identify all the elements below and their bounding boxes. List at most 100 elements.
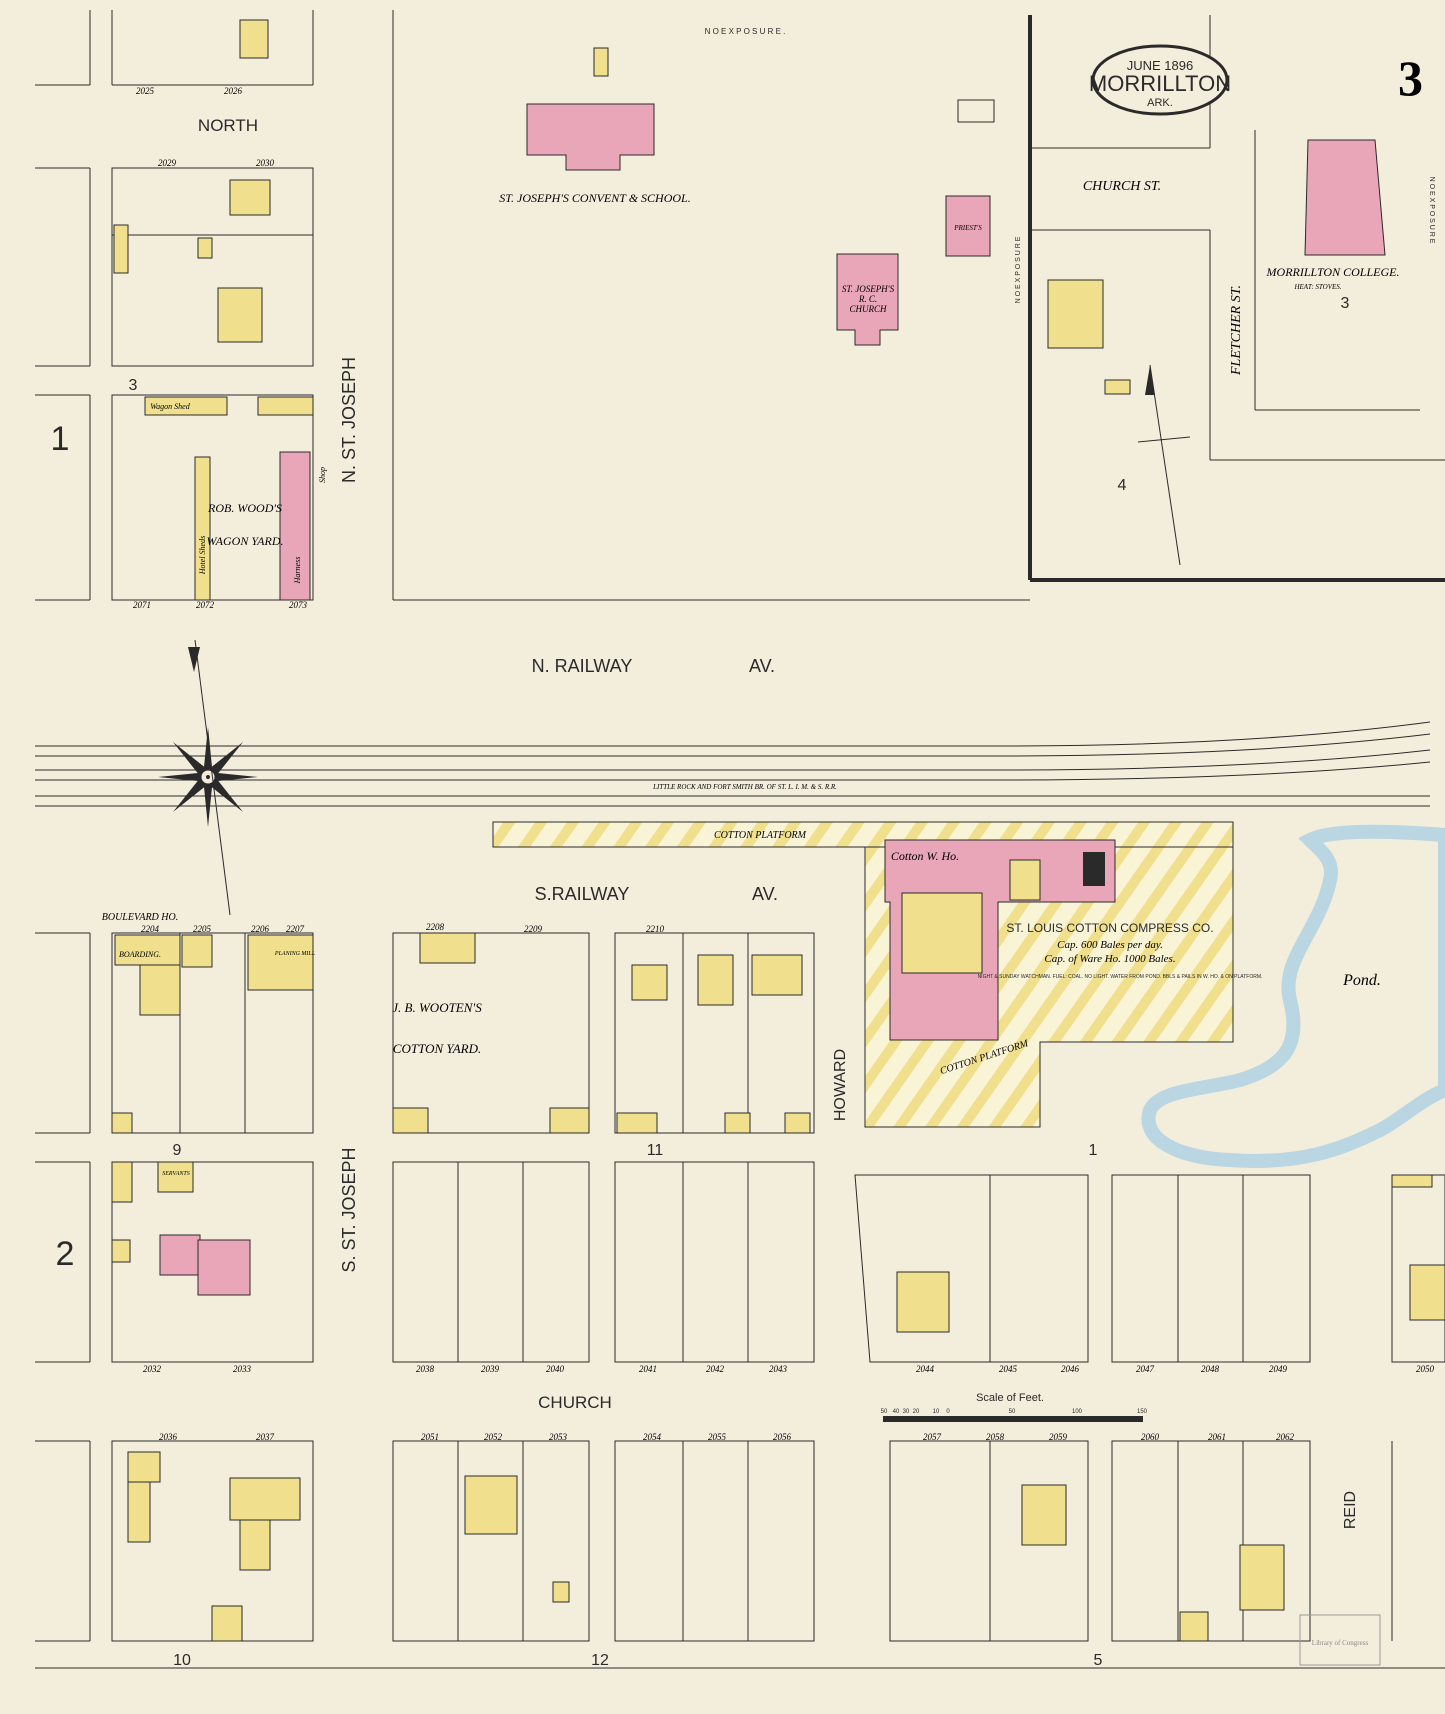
lot-2071: 2071 xyxy=(133,600,151,610)
block-label-1-south: 1 xyxy=(1089,1142,1098,1159)
lot-2041: 2041 xyxy=(639,1364,657,1374)
lot-2058: 2058 xyxy=(986,1432,1005,1442)
library-stamp xyxy=(1299,1614,1381,1666)
dwelling-b3a xyxy=(229,179,271,216)
block-1-left xyxy=(35,394,314,601)
street-church: CHURCH xyxy=(538,1393,612,1412)
lot-2056: 2056 xyxy=(773,1432,792,1442)
lot-2043: 2043 xyxy=(769,1364,788,1374)
lot-2032: 2032 xyxy=(143,1364,162,1374)
label-compress-cap1: Cap. 600 Bales per day. xyxy=(1057,939,1163,951)
lot-2207: 2207 xyxy=(286,924,305,934)
lot-2049: 2049 xyxy=(1269,1364,1288,1374)
planing-mill xyxy=(247,934,314,991)
town-name: MORRILLTON xyxy=(1089,71,1231,96)
shed-b2b xyxy=(111,1239,131,1263)
exposure-side: N O E X P O S U R E xyxy=(1015,236,1022,303)
lot-2050: 2050 xyxy=(1416,1364,1435,1374)
shed-b9 xyxy=(111,1112,133,1134)
dwelling-b10a xyxy=(127,1451,161,1483)
boarding-house xyxy=(114,934,181,966)
sheet-number: 3 xyxy=(1398,50,1423,106)
lot-2055: 2055 xyxy=(708,1432,727,1442)
scale-tick-7: 100 xyxy=(1072,1409,1083,1415)
label-cotton-platform-top: COTTON PLATFORM xyxy=(714,830,807,841)
dwelling-top xyxy=(239,19,269,59)
block-9 xyxy=(35,932,314,1134)
compass-needle xyxy=(194,639,231,916)
dwelling-b10a-rear xyxy=(127,1481,151,1543)
lot-2060: 2060 xyxy=(1141,1432,1160,1442)
outbuilding-b3 xyxy=(197,237,213,259)
title-cartouche xyxy=(1091,44,1229,116)
block-label-11: 11 xyxy=(647,1142,664,1159)
exposure-right: N O E X P O S U R E xyxy=(1428,177,1435,244)
scale-tick-5: 0 xyxy=(946,1409,950,1415)
label-boulevard: BOULEVARD HO. xyxy=(102,912,178,923)
lot-2205: 2205 xyxy=(193,924,212,934)
exposure-top: N O E X P O S U R E . xyxy=(705,27,786,36)
dwelling-reid xyxy=(1409,1264,1445,1321)
lot-2040: 2040 xyxy=(546,1364,565,1374)
cotton-warehouse xyxy=(884,839,1116,1041)
north-arrow-inset xyxy=(1149,364,1181,566)
north-arrow-head xyxy=(1145,365,1155,395)
label-church-1: ST. JOSEPH'S xyxy=(842,284,895,294)
scale-bar xyxy=(883,1416,1143,1422)
scale-tick-4: 10 xyxy=(933,1409,940,1415)
convent-annex xyxy=(593,47,609,77)
lot-2061: 2061 xyxy=(1208,1432,1226,1442)
lot-2025: 2025 xyxy=(136,86,155,96)
block-label-2: 2 xyxy=(56,1235,75,1273)
compass-rose xyxy=(158,727,258,827)
lot-2204: 2204 xyxy=(141,924,160,934)
shed-b10 xyxy=(211,1605,243,1642)
north-arrow-cross xyxy=(1137,436,1191,443)
lot-2038: 2038 xyxy=(416,1364,435,1374)
dwelling-b5b xyxy=(1239,1544,1285,1611)
street-north: NORTH xyxy=(198,116,258,135)
compass-fleur xyxy=(188,647,200,672)
compress-engine xyxy=(1009,859,1041,901)
lot-2053: 2053 xyxy=(549,1432,568,1442)
block-label-1: 1 xyxy=(51,420,70,458)
street-s-railway: S.RAILWAY xyxy=(535,884,630,904)
label-boarding: BOARDING. xyxy=(119,950,161,959)
dwelling-b10b xyxy=(229,1477,301,1521)
block-row3 xyxy=(35,1440,1445,1669)
label-shop: Shop xyxy=(318,467,327,483)
shop-harness xyxy=(279,451,311,601)
lot-2051: 2051 xyxy=(421,1432,439,1442)
block-label-9: 9 xyxy=(173,1142,182,1159)
scale-tick-0: 50 xyxy=(881,1409,888,1415)
lot-2072: 2072 xyxy=(196,600,215,610)
label-woods-yard-2: WAGON YARD. xyxy=(207,534,284,548)
dwelling-inset xyxy=(1047,279,1104,349)
scale-tick-1: 40 xyxy=(893,1409,900,1415)
lot-2045: 2045 xyxy=(999,1364,1018,1374)
railroad-tracks xyxy=(35,721,1431,807)
compress-raised xyxy=(901,892,983,974)
scale-tick-8: 150 xyxy=(1137,1409,1148,1415)
block-label-4: 4 xyxy=(1118,477,1127,494)
cotton-platform-strip xyxy=(492,821,1234,848)
lot-2039: 2039 xyxy=(481,1364,500,1374)
shed-b11b xyxy=(724,1112,751,1134)
block-label-12: 12 xyxy=(591,1652,609,1669)
street-n-st-joseph: N. ST. JOSEPH xyxy=(339,357,359,483)
shed-inset xyxy=(1104,379,1131,395)
wooten-wrm-2 xyxy=(549,1107,590,1134)
label-church-2: R. C. xyxy=(858,294,877,304)
street-howard: HOWARD xyxy=(832,1049,849,1121)
compress-boiler xyxy=(1083,852,1105,886)
dwelling-b11a xyxy=(631,964,668,1001)
block-label-5: 5 xyxy=(1094,1652,1103,1669)
state-name: ARK. xyxy=(1147,97,1173,109)
lot-2062: 2062 xyxy=(1276,1432,1295,1442)
lot-2026: 2026 xyxy=(224,86,243,96)
lot-2029: 2029 xyxy=(158,158,177,168)
label-hotel-sheds: Hotel Sheds xyxy=(198,536,207,575)
label-servants: SERVANTS xyxy=(162,1171,189,1177)
lot-2208: 2208 xyxy=(426,922,445,932)
label-woods-yard-1: ROB. WOOD'S xyxy=(207,501,282,515)
